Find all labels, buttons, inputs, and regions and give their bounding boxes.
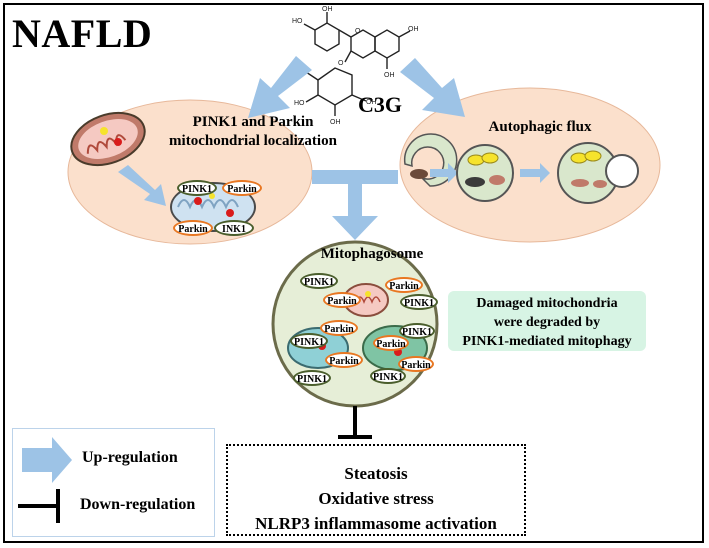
pink-parkin-title-line1: PINK1 and Parkin [192,114,314,130]
pink1-tag: INK1 [214,220,254,236]
svg-text:OH: OH [322,6,333,13]
c3g-structure-icon [303,12,411,116]
pink1-tag: PINK1 [400,294,438,310]
flux-arrow-2 [520,163,550,183]
flux-arrow-1 [430,163,458,183]
legend-down-label: Down-regulation [80,496,196,513]
upregulation-arrow-left [248,56,312,118]
svg-text:O: O [355,28,361,35]
outcome-steatosis: Steatosis [344,464,408,483]
svg-text:HO: HO [292,18,303,25]
legend-up-arrow-icon [22,437,72,483]
parkin-tag: Parkin [398,356,434,372]
parkin-tag: Parkin [320,320,358,336]
legend-up-label: Up-regulation [82,449,178,466]
parkin-tag: Parkin [373,335,409,351]
svg-text:HO: HO [294,100,305,107]
pink1-tag: PINK1 [177,180,217,196]
parkin-tag: Parkin [222,180,262,196]
pink-parkin-title-line2: mitochondrial localization [169,133,337,149]
parkin-tag: Parkin [325,352,363,368]
autophagic-flux-title: Autophagic flux [488,119,592,135]
parkin-tag: Parkin [385,277,423,293]
outcomes-box: Steatosis Oxidative stress NLRP3 inflamm… [226,444,526,536]
mitochondrion-icon [70,111,146,167]
note-line2: were degraded by [493,315,601,330]
pink1-tag: PINK1 [370,368,406,384]
autolysosome-icon [557,142,639,204]
connector-down-arrow [332,184,378,240]
legend-box [12,428,215,537]
pink1-tag: PINK1 [290,333,328,349]
pink1-tag: PINK1 [293,370,331,386]
note-line3: PINK1-mediated mitophagy [462,334,632,349]
pink1-tag: PINK1 [300,273,338,289]
svg-text:OH: OH [408,26,419,33]
autophagic-flux-panel [399,87,661,243]
pink1-tag: PINK1 [399,323,435,339]
mitophagosome-title: Mitophagosome [320,246,424,262]
localization-arrow [118,165,166,206]
compound-label: C3G [358,92,402,117]
connector-bar [312,170,398,184]
upregulation-arrow-right [400,58,465,117]
mitophagy-note: Damaged mitochondria were degraded by PI… [448,291,646,351]
note-line1: Damaged mitochondria [476,296,618,311]
autophagosome-icon [456,144,514,202]
figure-border [3,3,704,543]
parkin-tag: Parkin [323,292,361,308]
outcome-oxidative-stress: Oxidative stress [318,489,434,508]
parkin-tag: Parkin [173,220,213,236]
svg-text:OH: OH [366,99,377,106]
svg-text:OH: OH [330,119,341,126]
outcome-nlrp3-activation: NLRP3 inflammasome activation [255,514,497,533]
page-title: NAFLD [12,11,153,56]
pink-parkin-title: PINK1 and Parkin mitochondrial localizat… [168,113,338,151]
svg-text:OH: OH [384,72,395,79]
svg-text:O: O [338,60,344,67]
